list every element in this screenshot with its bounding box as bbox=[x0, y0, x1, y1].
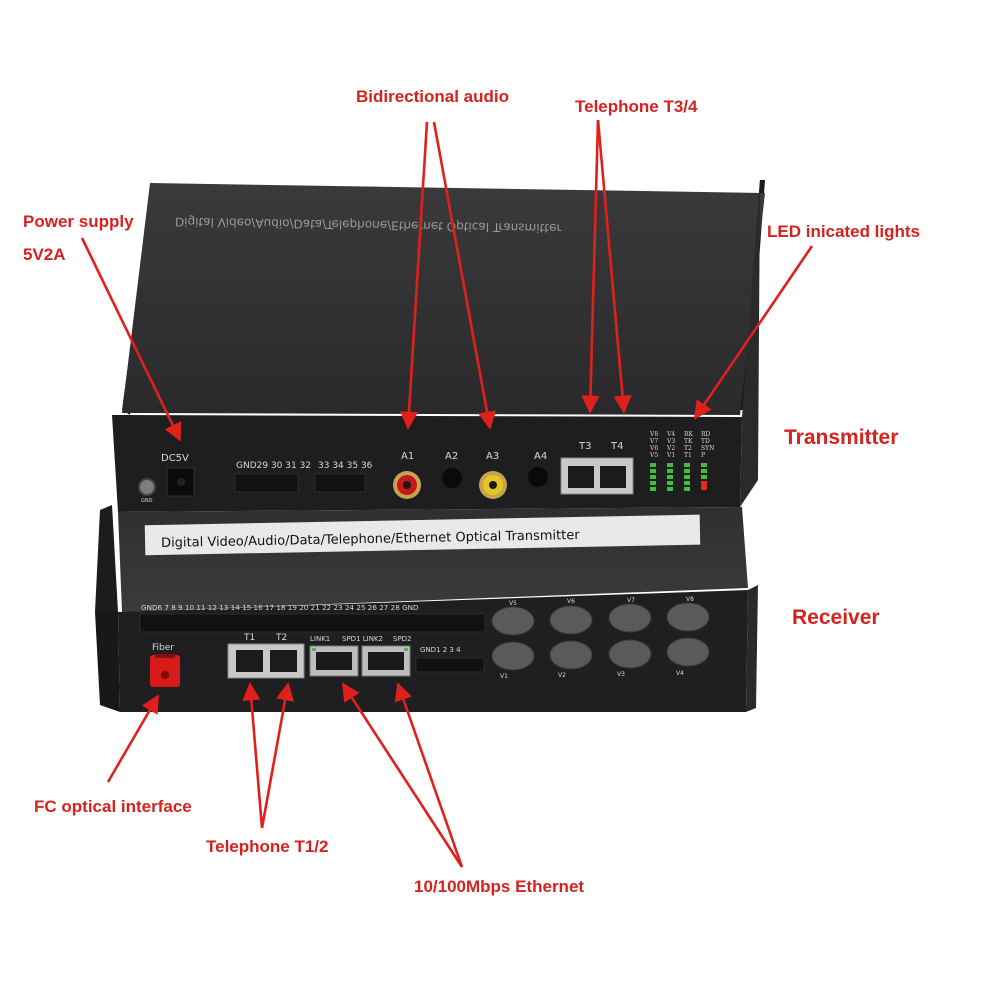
svg-text:V8: V8 bbox=[686, 596, 694, 603]
audio-hole-a4 bbox=[528, 467, 548, 487]
arrow-audio-a3 bbox=[432, 121, 497, 430]
transmitter-top-cover bbox=[122, 183, 765, 415]
arrow-phone-t4 bbox=[596, 119, 632, 414]
ethernet-label: 10/100Mbps Ethernet bbox=[414, 877, 585, 896]
gnd-label: GND bbox=[141, 498, 153, 504]
fiber-label: Fiber bbox=[152, 643, 174, 653]
svg-text:V2: V2 bbox=[666, 445, 675, 452]
svg-text:RD: RD bbox=[701, 431, 711, 438]
arrow-phone-t2 bbox=[260, 682, 295, 829]
arrow-power-supply bbox=[80, 237, 182, 442]
receiver-banner-strip bbox=[144, 514, 701, 556]
svg-text:V1: V1 bbox=[500, 673, 508, 680]
transmitter-top-banner: Digital Video/Audio/Data/Telephone/Ether… bbox=[175, 215, 562, 236]
terminal-block-b bbox=[314, 473, 366, 493]
svg-text:V5: V5 bbox=[509, 600, 517, 607]
receiver-terminal-strip bbox=[139, 613, 486, 633]
svg-text:V3: V3 bbox=[617, 671, 625, 678]
telephone-t34-label: Telephone T3/4 bbox=[575, 97, 698, 116]
terminal-b-label: 33 34 35 36 bbox=[318, 461, 373, 471]
audio-port-label-a1: A1 bbox=[401, 451, 414, 462]
led-label-col4: RD TD SYN P bbox=[701, 431, 714, 459]
svg-text:P: P bbox=[701, 452, 705, 459]
fc-optical-label: FC optical interface bbox=[34, 797, 192, 816]
svg-text:T1: T1 bbox=[684, 452, 692, 459]
svg-text:V3: V3 bbox=[666, 438, 675, 445]
svg-text:TK: TK bbox=[684, 438, 693, 445]
power-supply-spec-label: 5V2A bbox=[23, 245, 66, 264]
ethernet-port-1 bbox=[309, 645, 359, 677]
eth-label-spd2: SPD2 bbox=[393, 635, 412, 643]
phone-port-label-t4: T4 bbox=[610, 441, 623, 452]
transmitter-front-panel bbox=[112, 415, 742, 512]
terminal-a-label: GND29 30 31 32 bbox=[236, 461, 311, 471]
dc-label: DC5V bbox=[161, 453, 189, 464]
phone-port-label-t2: T2 bbox=[275, 633, 287, 643]
arrow-phone-t1 bbox=[242, 682, 264, 829]
arrow-audio-a1 bbox=[399, 121, 429, 430]
audio-jack-a3 bbox=[479, 471, 507, 499]
receiver-gnd-terminal bbox=[415, 657, 485, 673]
svg-text:V4: V4 bbox=[666, 431, 675, 438]
svg-text:V5: V5 bbox=[649, 452, 658, 459]
power-supply-label: Power supply bbox=[23, 212, 134, 231]
arrow-fc-optical bbox=[106, 694, 160, 783]
telephone-jack-t3-t4 bbox=[560, 457, 634, 495]
bidirectional-audio-label: Bidirectional audio bbox=[356, 87, 510, 106]
svg-text:V6: V6 bbox=[567, 598, 575, 605]
svg-text:V8: V8 bbox=[649, 431, 658, 438]
arrow-led-lights bbox=[693, 245, 814, 420]
terminal-block-a bbox=[234, 473, 299, 493]
fc-fiber-connector bbox=[150, 654, 180, 687]
arrow-ethernet-1 bbox=[341, 682, 464, 868]
svg-text:RK: RK bbox=[684, 431, 694, 438]
svg-text:V2: V2 bbox=[558, 672, 566, 679]
eth-label-link1: LINK1 bbox=[310, 635, 330, 643]
video-port-labels-top: V5 V6 V7 V8 bbox=[509, 596, 694, 607]
svg-text:V7: V7 bbox=[627, 597, 635, 604]
eth-label-spd1-link2: SPD1 LINK2 bbox=[342, 635, 383, 643]
audio-jack-a1 bbox=[393, 471, 421, 499]
telephone-jack-t1-t2 bbox=[227, 643, 305, 679]
svg-text:T2: T2 bbox=[684, 445, 692, 452]
receiver-terminal-numbers: GND6 7 8 9 10 11 12 13 14 15 16 17 18 19… bbox=[141, 603, 419, 612]
audio-port-label-a4: A4 bbox=[534, 451, 547, 462]
svg-text:V6: V6 bbox=[649, 445, 658, 452]
led-label-col2: V4 V3 V2 V1 bbox=[666, 431, 675, 459]
video-bnc-ports bbox=[491, 602, 710, 671]
svg-text:V7: V7 bbox=[649, 438, 658, 445]
arrow-phone-t3 bbox=[581, 119, 600, 414]
phone-port-label-t3: T3 bbox=[578, 441, 591, 452]
arrow-ethernet-2 bbox=[394, 682, 464, 868]
led-label-col1: V8 V7 V6 V5 bbox=[649, 431, 658, 459]
led-indicator-columns bbox=[650, 463, 707, 491]
led-label-col3: RK TK T2 T1 bbox=[684, 431, 694, 459]
telephone-t12-label: Telephone T1/2 bbox=[206, 837, 329, 856]
gnd-screw bbox=[138, 478, 156, 496]
svg-text:TD: TD bbox=[701, 438, 710, 445]
audio-port-label-a3: A3 bbox=[486, 451, 499, 462]
svg-text:V1: V1 bbox=[666, 452, 675, 459]
receiver-gnd-row-label: GND1 2 3 4 bbox=[420, 646, 461, 654]
led-lights-label: LED inicated lights bbox=[767, 222, 921, 241]
audio-hole-a2 bbox=[442, 468, 462, 488]
svg-text:V4: V4 bbox=[676, 670, 684, 677]
annotation-arrows bbox=[80, 119, 814, 868]
phone-port-label-t1: T1 bbox=[243, 633, 255, 643]
ethernet-port-2 bbox=[361, 645, 411, 677]
video-port-labels-bottom: V1 V2 V3 V4 bbox=[500, 670, 684, 680]
receiver-label: Receiver bbox=[792, 606, 880, 629]
svg-text:SYN: SYN bbox=[701, 445, 714, 452]
transmitter-label: Transmitter bbox=[784, 426, 899, 449]
audio-port-label-a2: A2 bbox=[445, 451, 458, 462]
